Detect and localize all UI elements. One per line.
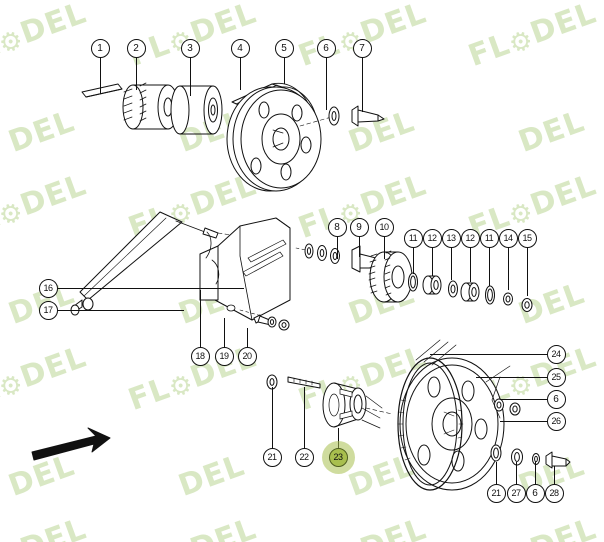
part-timing-chain-24	[361, 339, 511, 491]
part-spacer-11b	[485, 285, 495, 305]
callout-19[interactable]: 19	[214, 346, 234, 366]
part-washer-6b	[494, 398, 504, 412]
callout-12b[interactable]: 12	[460, 228, 480, 248]
callout-leader-line	[500, 399, 547, 400]
part-spacer-27	[511, 448, 523, 466]
callout-leader-line	[304, 387, 305, 448]
callout-6c[interactable]: 6	[525, 483, 545, 503]
part-washer-6c	[532, 453, 540, 465]
part-bushing-21a	[266, 374, 278, 390]
callout-leader-line	[500, 421, 547, 422]
callout-leader-line	[58, 310, 184, 311]
part-mounting-bracket	[199, 217, 291, 321]
part-bearing-12a	[422, 275, 442, 295]
callout-5[interactable]: 5	[274, 38, 294, 58]
callout-leader-line	[430, 354, 547, 355]
part-bolt-washer-20	[253, 314, 290, 331]
callout-1[interactable]: 1	[90, 38, 110, 58]
callout-leader-line	[470, 248, 471, 282]
callout-24[interactable]: 24	[546, 344, 566, 364]
callout-20[interactable]: 20	[237, 346, 257, 366]
callout-18[interactable]: 18	[190, 346, 210, 366]
callout-leader-line	[554, 466, 555, 484]
part-bolt-7	[351, 105, 385, 127]
part-camshaft-sprocket-25	[399, 357, 505, 491]
part-bearing-12b	[460, 282, 480, 302]
callout-leader-line	[516, 462, 517, 484]
callout-15[interactable]: 15	[517, 228, 537, 248]
part-hub-cylinder	[170, 85, 223, 135]
callout-12a[interactable]: 12	[422, 228, 442, 248]
part-seal-13	[448, 280, 458, 298]
part-washer-6	[328, 106, 340, 126]
callout-leader-line	[326, 58, 327, 110]
callout-7[interactable]: 7	[352, 38, 372, 58]
part-shaft-key	[81, 83, 123, 98]
callout-leader-line	[58, 288, 244, 289]
callout-6b[interactable]: 6	[546, 389, 566, 409]
callout-4[interactable]: 4	[230, 38, 250, 58]
callout-25[interactable]: 25	[546, 367, 566, 387]
callout-leader-line	[413, 248, 414, 274]
part-bushing-21b	[490, 444, 502, 462]
callout-leader-line	[496, 462, 497, 484]
callout-leader-line	[136, 58, 137, 90]
part-drive-coupling	[122, 82, 179, 130]
callout-leader-line	[432, 248, 433, 276]
callout-leader-line	[489, 248, 490, 286]
callout-17[interactable]: 17	[38, 300, 58, 320]
callout-leader-line	[190, 58, 191, 96]
part-lock-washer-15	[521, 298, 533, 312]
direction-arrow	[31, 427, 111, 461]
callout-leader-line	[535, 462, 536, 484]
callout-27[interactable]: 27	[506, 483, 526, 503]
callout-leader-line	[200, 290, 201, 347]
callout-21a[interactable]: 21	[262, 447, 282, 467]
callout-11a[interactable]: 11	[403, 228, 423, 248]
callout-leader-line	[247, 328, 248, 347]
callout-leader-line	[284, 58, 285, 84]
callout-leader-line	[338, 428, 339, 448]
callout-leader-line	[476, 377, 547, 378]
callout-16[interactable]: 16	[38, 278, 58, 298]
part-washer-set-8	[295, 243, 340, 264]
part-splined-hub-23	[322, 382, 393, 428]
callout-leader-line	[100, 58, 101, 94]
part-nut-14	[503, 292, 513, 306]
callout-6[interactable]: 6	[316, 38, 336, 58]
callout-3[interactable]: 3	[180, 38, 200, 58]
callout-leader-line	[359, 237, 360, 257]
part-idler-sprocket-10	[368, 250, 413, 303]
callout-8[interactable]: 8	[327, 217, 347, 237]
part-spacer-11a	[408, 272, 418, 292]
callout-28[interactable]: 28	[544, 483, 564, 503]
callout-leader-line	[451, 248, 452, 280]
part-pin-rod-22	[287, 376, 321, 389]
part-tensioner-nut	[70, 297, 94, 316]
callout-2[interactable]: 2	[126, 38, 146, 58]
callout-11b[interactable]: 11	[479, 228, 499, 248]
callout-leader-line	[362, 58, 363, 112]
callout-leader-line	[272, 387, 273, 448]
callout-23[interactable]: 23	[328, 447, 348, 467]
callout-21b[interactable]: 21	[486, 483, 506, 503]
callout-leader-line	[224, 318, 225, 347]
callout-leader-line	[384, 237, 385, 259]
callout-leader-line	[508, 248, 509, 290]
callout-10[interactable]: 10	[374, 217, 394, 237]
part-crankshaft-pulley	[226, 86, 336, 192]
part-nut-26	[509, 402, 521, 416]
part-bolt-28	[545, 451, 571, 469]
callout-9[interactable]: 9	[349, 217, 369, 237]
callout-26[interactable]: 26	[546, 411, 566, 431]
callout-leader-line	[337, 237, 338, 259]
callout-leader-line	[527, 248, 528, 296]
callout-14[interactable]: 14	[498, 228, 518, 248]
callout-13[interactable]: 13	[441, 228, 461, 248]
callout-leader-line	[240, 58, 241, 90]
callout-22[interactable]: 22	[294, 447, 314, 467]
